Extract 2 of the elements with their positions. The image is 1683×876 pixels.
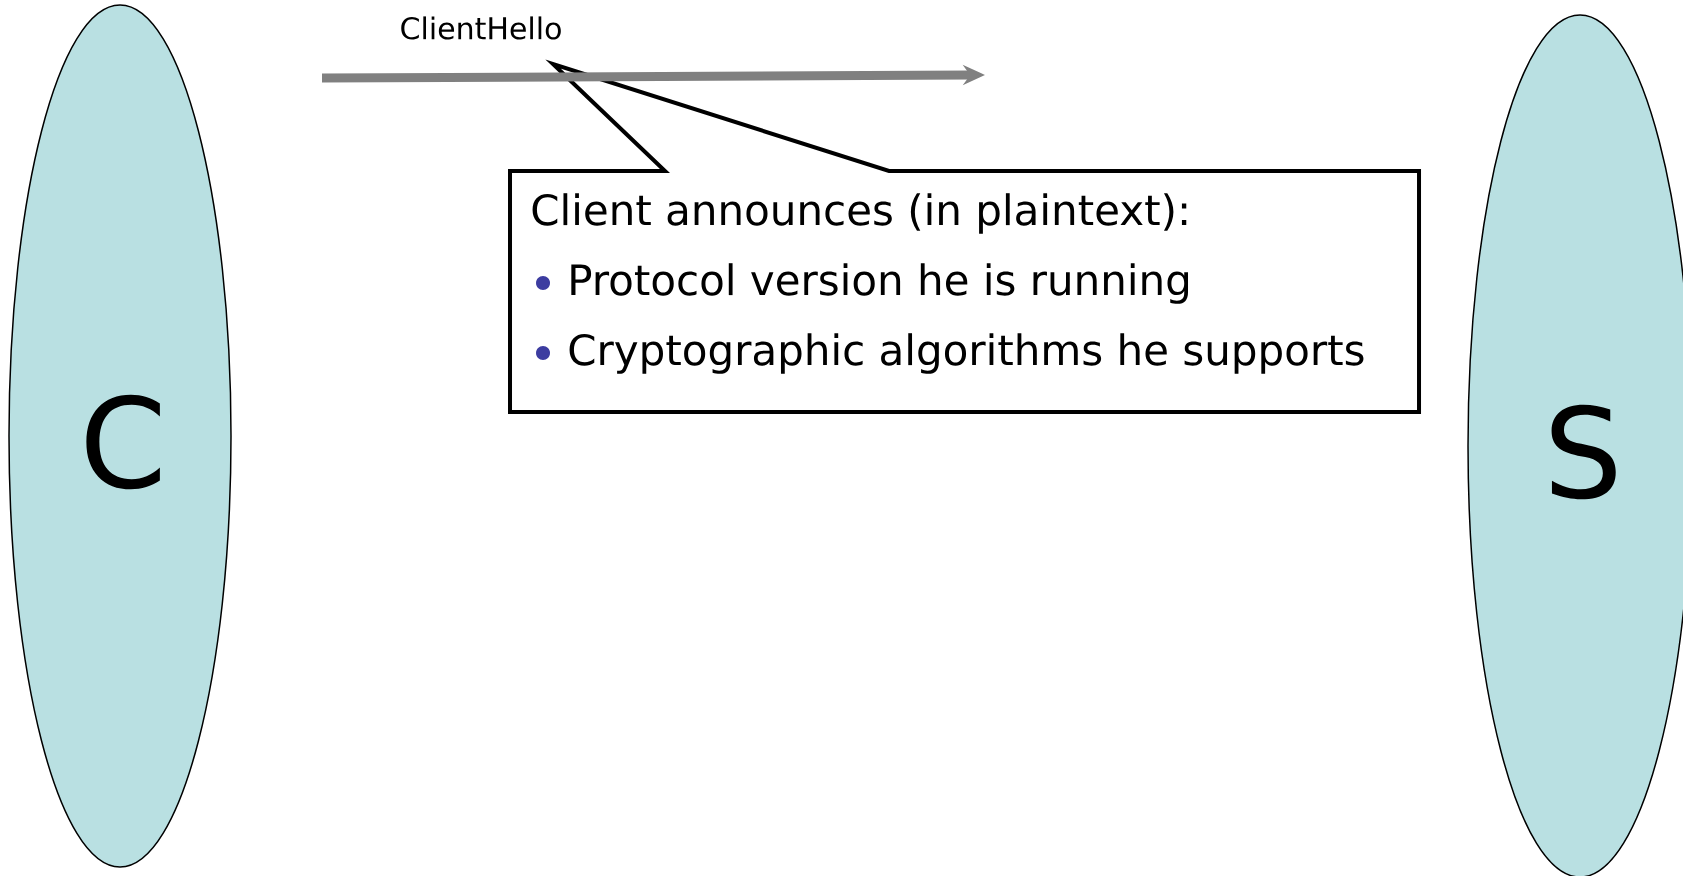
callout-box: Client announces (in plaintext): Protocol version he is running Cryptographic algorithms he supports bbox=[508, 59, 1421, 414]
message-label: ClientHello bbox=[401, 16, 561, 40]
